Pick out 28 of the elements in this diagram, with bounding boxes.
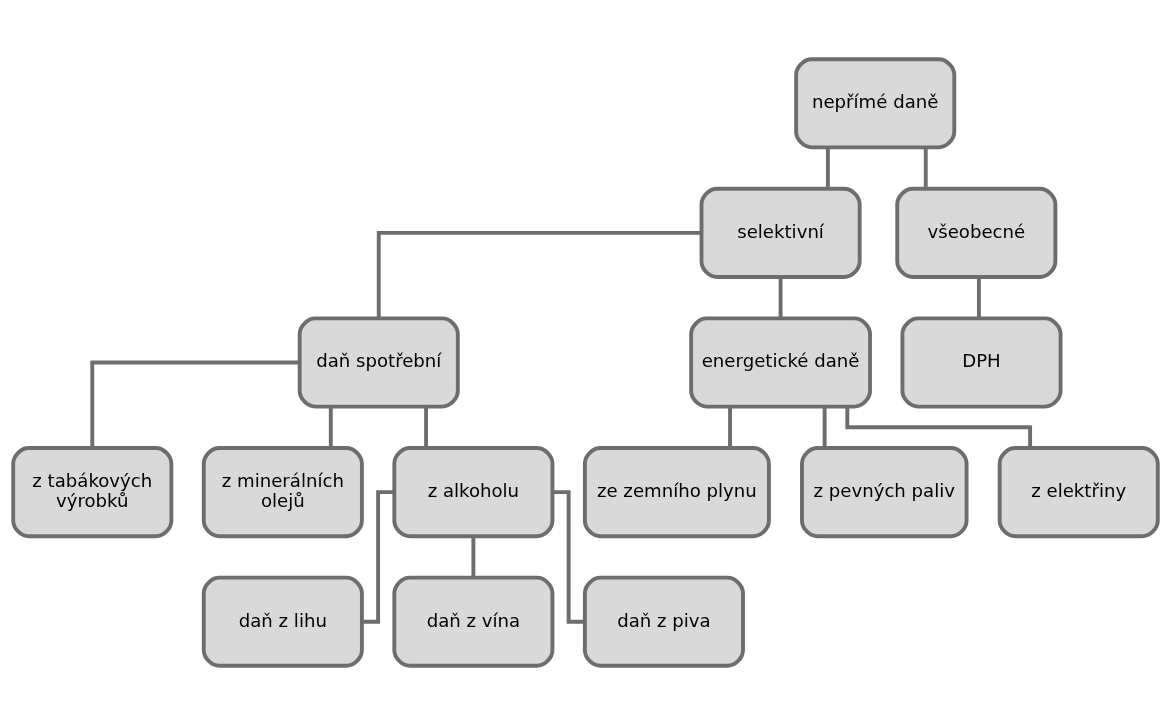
node-box: DPH bbox=[900, 316, 1063, 408]
connector bbox=[778, 276, 783, 318]
node-box: všeobecné bbox=[895, 186, 1058, 279]
node-box: z elektřiny bbox=[997, 445, 1160, 538]
node-box: z tabákových výrobků bbox=[11, 445, 174, 538]
connector bbox=[471, 535, 476, 577]
connector bbox=[90, 360, 300, 448]
connector bbox=[424, 406, 428, 448]
node-box: daň z piva bbox=[582, 575, 745, 668]
node-box: z alkoholu bbox=[392, 445, 555, 538]
node-box: selektivní bbox=[699, 186, 862, 279]
node-box: nepřímé daně bbox=[794, 56, 957, 149]
node-box: energetické daně bbox=[689, 316, 872, 408]
connector bbox=[728, 406, 732, 448]
connector bbox=[822, 406, 827, 448]
node-box: daň z vína bbox=[392, 575, 555, 668]
connector bbox=[361, 489, 395, 624]
connector bbox=[825, 147, 830, 188]
node-box: z pevných paliv bbox=[800, 445, 969, 538]
node-box: z minerálních olejů bbox=[201, 445, 364, 538]
connector bbox=[376, 230, 702, 318]
connector bbox=[923, 147, 928, 188]
node-box: daň spotřební bbox=[297, 316, 460, 408]
connector bbox=[552, 489, 585, 624]
connector bbox=[976, 276, 981, 318]
node-box: ze zemního plynu bbox=[582, 445, 771, 538]
connector bbox=[328, 406, 333, 448]
node-box: daň z lihu bbox=[201, 575, 364, 668]
